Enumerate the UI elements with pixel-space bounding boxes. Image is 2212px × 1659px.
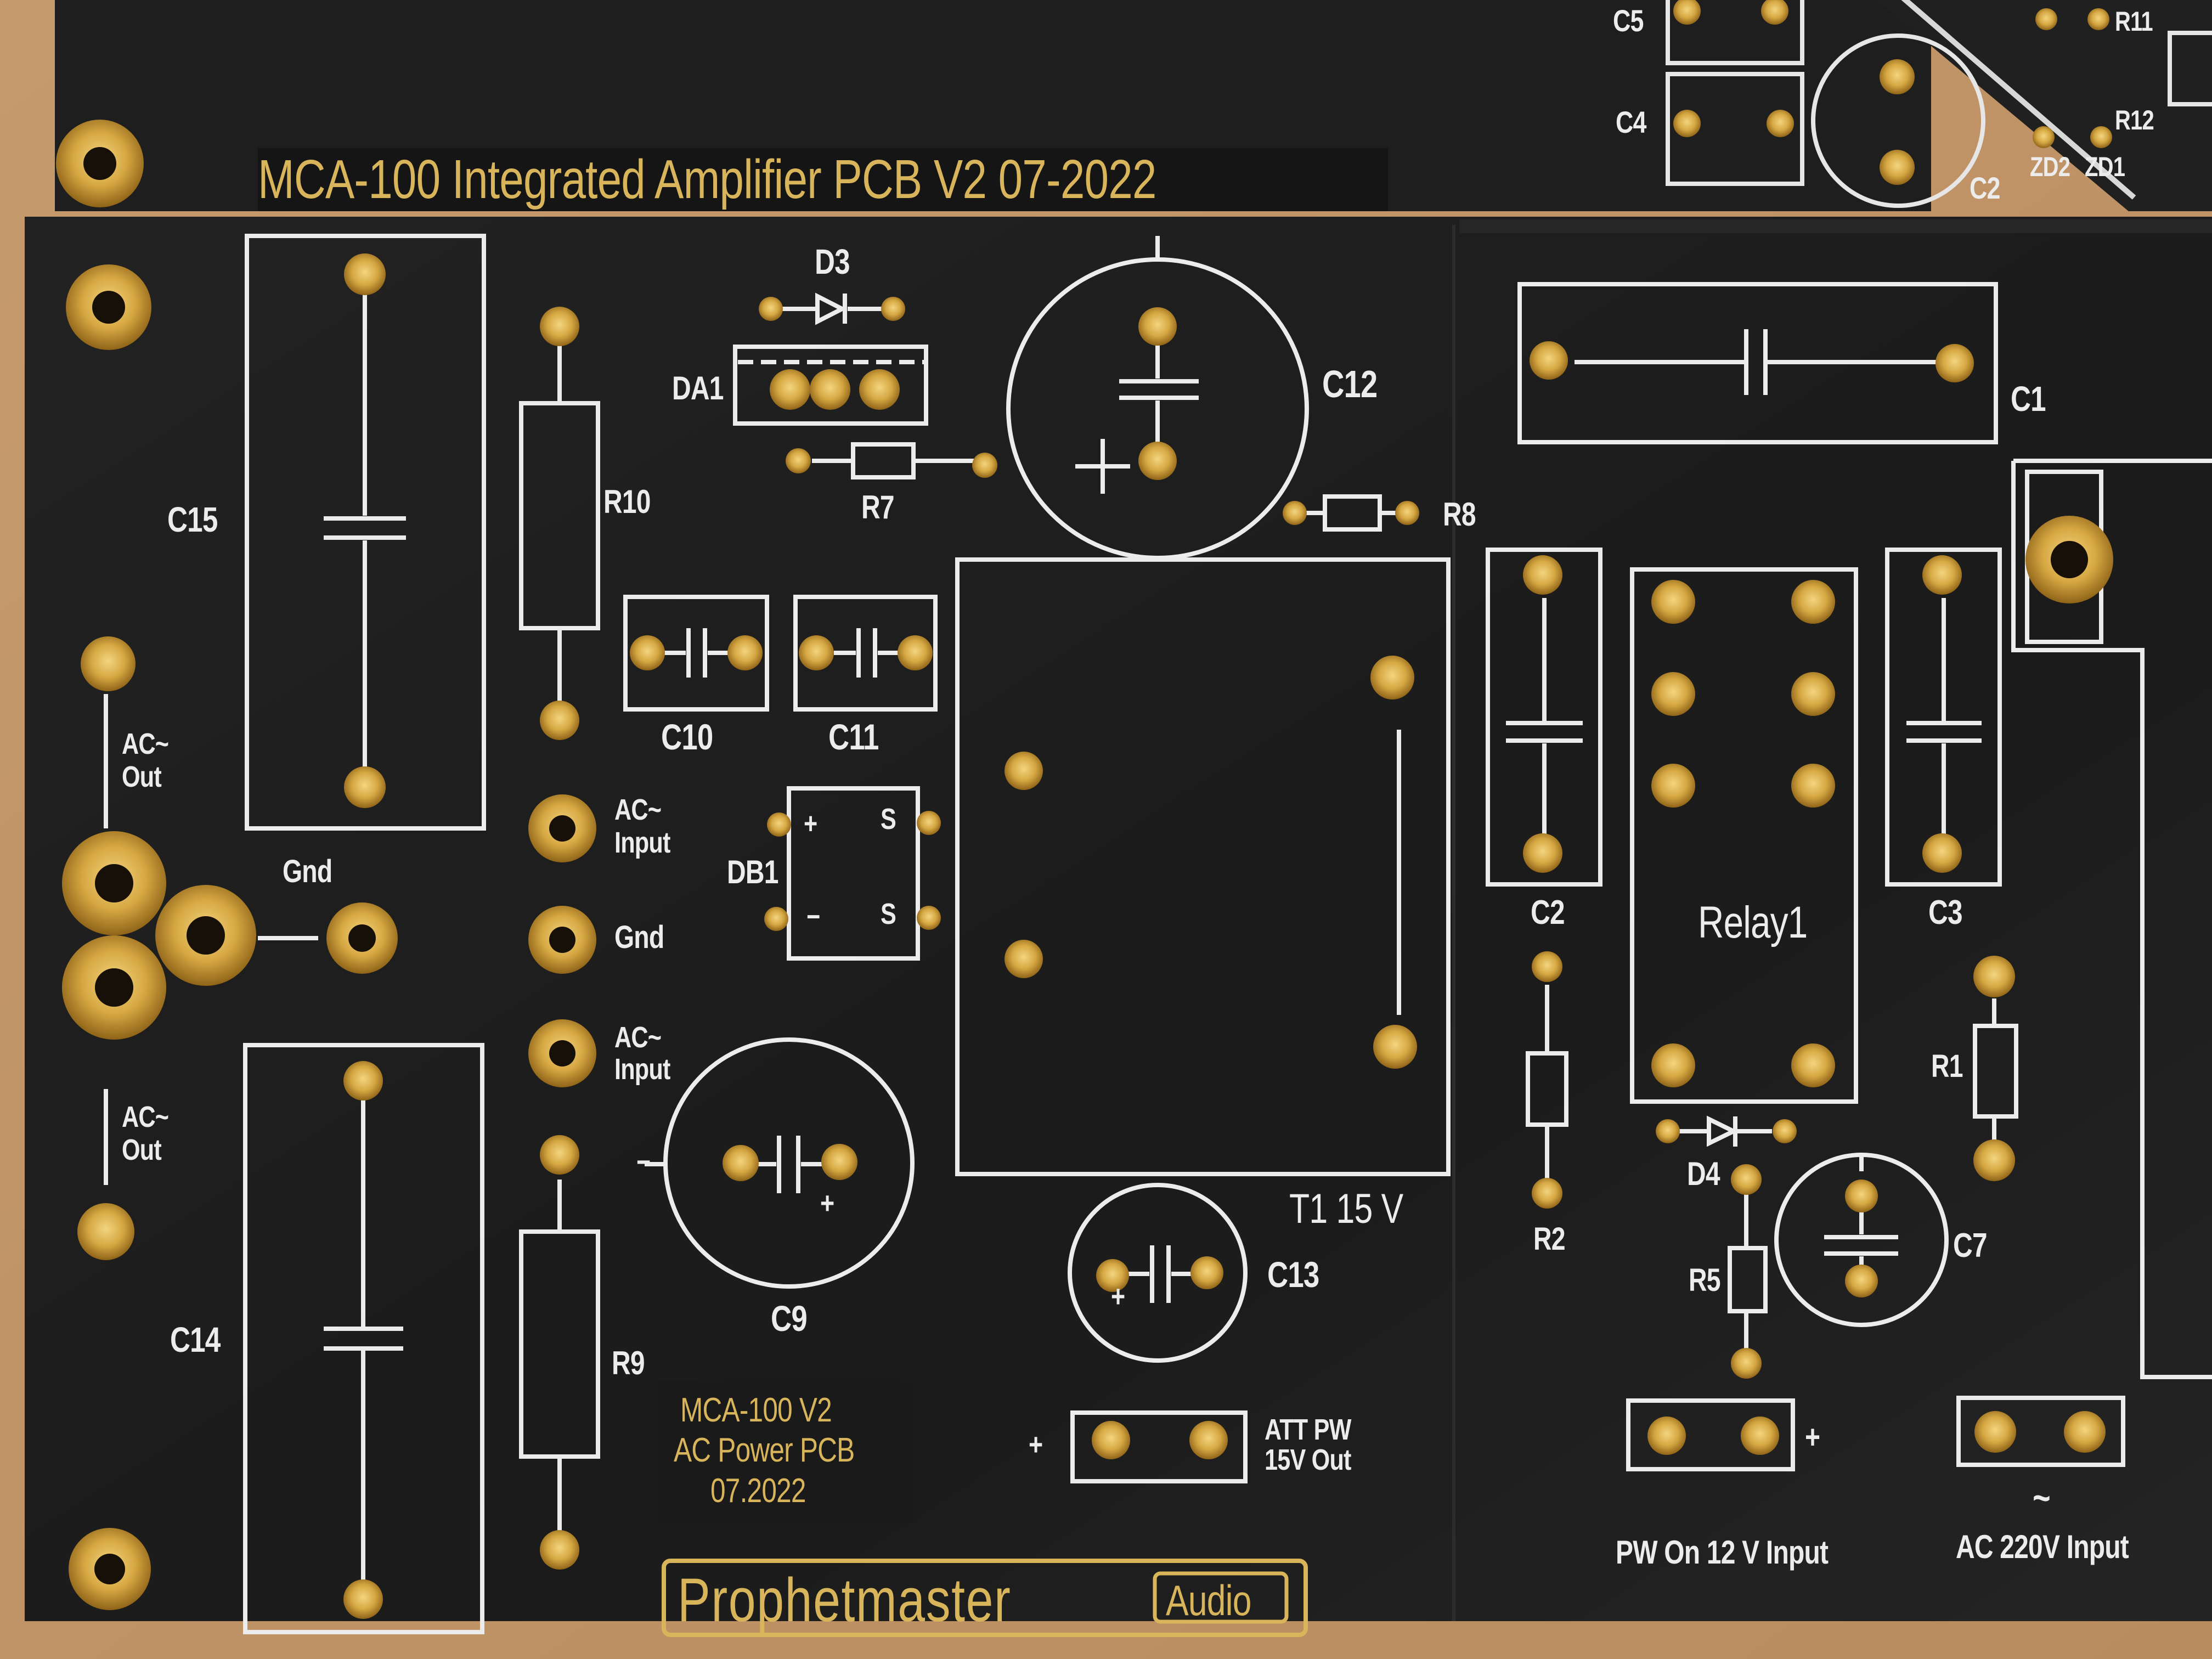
- right-silkscreen: [1486, 282, 2212, 1471]
- label-c2-top: C2: [1970, 171, 2000, 205]
- label-ac-out-2b: Out: [122, 1133, 162, 1166]
- label-plus-connector: +: [1805, 1419, 1820, 1455]
- pad-holes: [83, 147, 2088, 1584]
- left-silkscreen: [104, 234, 1451, 1634]
- label-c12: C12: [1322, 363, 1378, 405]
- label-c3: C3: [1928, 894, 1963, 932]
- label-gnd-2: Gnd: [614, 919, 664, 955]
- label-c4: C4: [1616, 105, 1646, 139]
- label-ac-out-2a: AC~: [122, 1101, 169, 1133]
- brand-frame: [662, 1559, 1308, 1637]
- label-db1: DB1: [727, 854, 778, 890]
- label-c11: C11: [828, 716, 879, 757]
- label-db1-ac-1: S: [881, 803, 896, 836]
- label-c9: C9: [771, 1298, 808, 1339]
- label-relay: Relay1: [1698, 898, 1808, 947]
- label-ac-out-1b: Out: [122, 760, 162, 793]
- label-plus-c12: +: [820, 1186, 834, 1220]
- label-att-pw-a: ATT PW: [1265, 1413, 1351, 1446]
- label-zd2: ZD2: [2030, 151, 2070, 182]
- label-r7: R7: [861, 489, 895, 526]
- label-c15: C15: [167, 500, 218, 539]
- brand-tag-frame: [1153, 1571, 1289, 1624]
- label-c10: C10: [661, 716, 713, 757]
- label-ac-input-1a: AC~: [614, 793, 662, 826]
- label-r10: R10: [603, 483, 651, 520]
- top-pcb: [55, 0, 2212, 211]
- label-d4: D4: [1687, 1155, 1720, 1192]
- label-pw-on: PW On 12 V Input: [1616, 1534, 1829, 1571]
- label-db1-ac-2: S: [881, 898, 896, 930]
- top-board-title: MCA-100 Integrated Amplifier PCB V2 07-2…: [258, 149, 1156, 210]
- info-block: [658, 1380, 913, 1522]
- info-line-3: 07.2022: [710, 1472, 806, 1510]
- label-plus-c13: +: [1111, 1279, 1125, 1313]
- label-r11: R11: [2115, 6, 2153, 37]
- brand-tag: Audio: [1166, 1576, 1251, 1624]
- label-r9: R9: [612, 1345, 645, 1381]
- label-plus-att: +: [1029, 1427, 1043, 1462]
- label-c14: C14: [170, 1320, 221, 1359]
- label-zd1: ZD1: [2085, 151, 2125, 182]
- label-ac220: AC 220V Input: [1956, 1528, 2129, 1565]
- label-da1: DA1: [672, 370, 724, 407]
- label-r5: R5: [1689, 1262, 1721, 1298]
- label-transformer: T1 15 V: [1289, 1186, 1403, 1232]
- label-ac-input-1b: Input: [614, 826, 670, 859]
- label-c5: C5: [1613, 3, 1644, 38]
- label-ac-out-1a: AC~: [122, 727, 169, 760]
- label-minus-c9: −: [636, 1144, 651, 1179]
- label-d3: D3: [815, 242, 850, 281]
- label-c13: C13: [1267, 1254, 1319, 1295]
- brand-name: Prophetmaster: [678, 1566, 1012, 1634]
- label-r12: R12: [2115, 105, 2154, 136]
- label-c7: C7: [1953, 1227, 1988, 1265]
- label-c1: C1: [2011, 379, 2046, 419]
- label-gnd-1: Gnd: [283, 854, 332, 889]
- label-ac-input-2a: AC~: [614, 1021, 662, 1054]
- label-r2: R2: [1533, 1221, 1566, 1257]
- label-db1-minus: −: [806, 900, 820, 933]
- label-r8: R8: [1443, 496, 1476, 533]
- info-line-1: MCA-100 V2: [680, 1391, 832, 1429]
- label-r1: R1: [1931, 1048, 1963, 1084]
- label-ac-input-2b: Input: [614, 1053, 670, 1086]
- label-db1-plus: +: [804, 807, 817, 840]
- label-att-pw-b: 15V Out: [1265, 1443, 1351, 1476]
- label-c2: C2: [1531, 894, 1565, 932]
- info-line-2: AC Power PCB: [674, 1431, 855, 1469]
- label-ac-symbol: ~: [2033, 1476, 2051, 1519]
